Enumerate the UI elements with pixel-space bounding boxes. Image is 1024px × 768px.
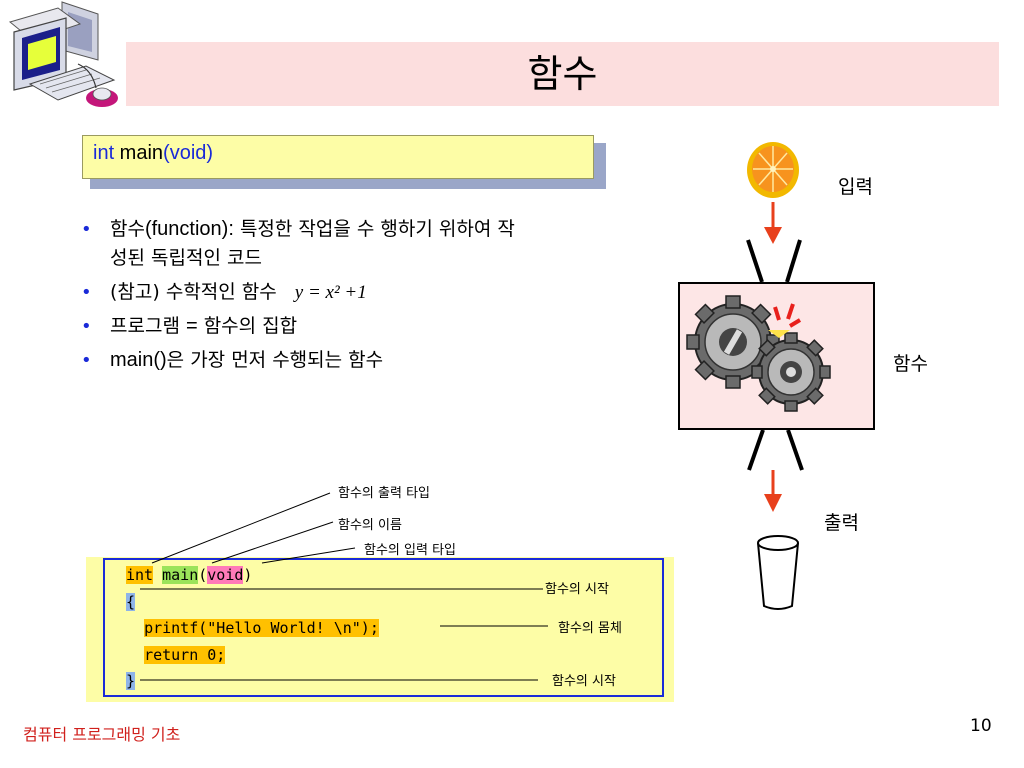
bullet-item: • 프로그램 = 함수의 집합: [78, 312, 518, 341]
page-number: 10: [970, 716, 992, 736]
page-title: 함수: [527, 52, 598, 96]
code-token-close-brace: }: [126, 672, 136, 690]
bullet-text: 특정한 작업을 수 행하기 위하여 작성된 독립적인 코드: [110, 218, 515, 269]
annotation-output-type: 함수의 출력 타입: [338, 486, 430, 501]
gears-icon: [686, 295, 831, 412]
code-token-paren: (: [198, 566, 208, 584]
bullet-text-latin: =: [185, 315, 198, 337]
code-block: int main(void) { printf("Hello World! \n"…: [126, 562, 379, 695]
arrow-down-icon: [764, 470, 782, 512]
code-line: {: [126, 589, 379, 616]
code-token-statement: return 0;: [144, 645, 226, 664]
diagram-input-label: 입력: [838, 176, 873, 198]
annotation-body: 함수의 몸체: [558, 621, 622, 636]
code-line: printf("Hello World! \n");: [126, 615, 379, 642]
code-token-statement: printf("Hello World! \n");: [144, 619, 379, 637]
cup-icon: [757, 535, 799, 610]
bullet-dot-icon: •: [81, 282, 92, 303]
code-line: int main(void): [126, 562, 379, 589]
bullet-text: 참고) 수학적인 함수: [117, 281, 277, 303]
bullet-dot-icon: •: [81, 350, 92, 371]
arrow-down-icon: [764, 202, 782, 244]
code-line: }: [126, 668, 379, 695]
code-token-params: void: [207, 566, 244, 584]
annotation-input-type: 함수의 입력 타입: [364, 543, 456, 558]
code-label-args: (void): [163, 142, 214, 164]
funnel-lines-bottom: [747, 429, 804, 471]
bullet-text-latin: main(): [110, 349, 167, 371]
bullet-item: • 함수(function): 특정한 작업을 수 행하기 위하여 작성된 독립적…: [78, 215, 518, 273]
bullet-item: • (참고) 수학적인 함수 y = x² +1: [78, 278, 518, 307]
annotation-function-name: 함수의 이름: [338, 518, 402, 533]
annotation-end: 함수의 시작: [552, 674, 616, 689]
bullet-text: 프로그램: [110, 315, 186, 337]
bullet-dot-icon: •: [81, 219, 92, 240]
bullet-text: (: [110, 281, 118, 303]
orange-icon: [747, 142, 799, 198]
funnel-lines-top: [746, 239, 802, 283]
code-block-frame: [103, 558, 664, 697]
code-token-function-name: main: [162, 566, 199, 584]
code-token-paren: ): [243, 566, 253, 584]
computer-icon: [8, 1, 118, 107]
bullet-text: 은 가장 먼저 수행되는 함수: [166, 349, 384, 371]
bullet-item: • main()은 가장 먼저 수행되는 함수: [78, 346, 518, 375]
code-label-keyword: int: [93, 142, 115, 164]
code-label-box: int main(void): [82, 135, 594, 179]
math-formula: y = x² +1: [294, 282, 367, 303]
annotation-start: 함수의 시작: [545, 582, 609, 597]
code-token-open-brace: {: [126, 592, 136, 611]
bullet-text: 함수: [110, 218, 145, 240]
code-line: return 0;: [126, 642, 379, 669]
code-token-return-type: int: [126, 566, 154, 584]
bullet-text: 함수의 집합: [197, 315, 298, 337]
footer-course-title: 컴퓨터 프로그래밍 기초: [23, 725, 181, 744]
bullet-list: • 함수(function): 특정한 작업을 수 행하기 위하여 작성된 독립적…: [78, 215, 518, 380]
code-label-function: main: [114, 142, 164, 164]
diagram-function-label: 함수: [893, 353, 928, 375]
bullet-text-latin: (function):: [144, 218, 234, 240]
title-bar: [126, 42, 999, 106]
bullet-dot-icon: •: [81, 316, 92, 337]
function-diagram: [678, 142, 875, 610]
diagram-output-label: 출력: [824, 512, 859, 534]
